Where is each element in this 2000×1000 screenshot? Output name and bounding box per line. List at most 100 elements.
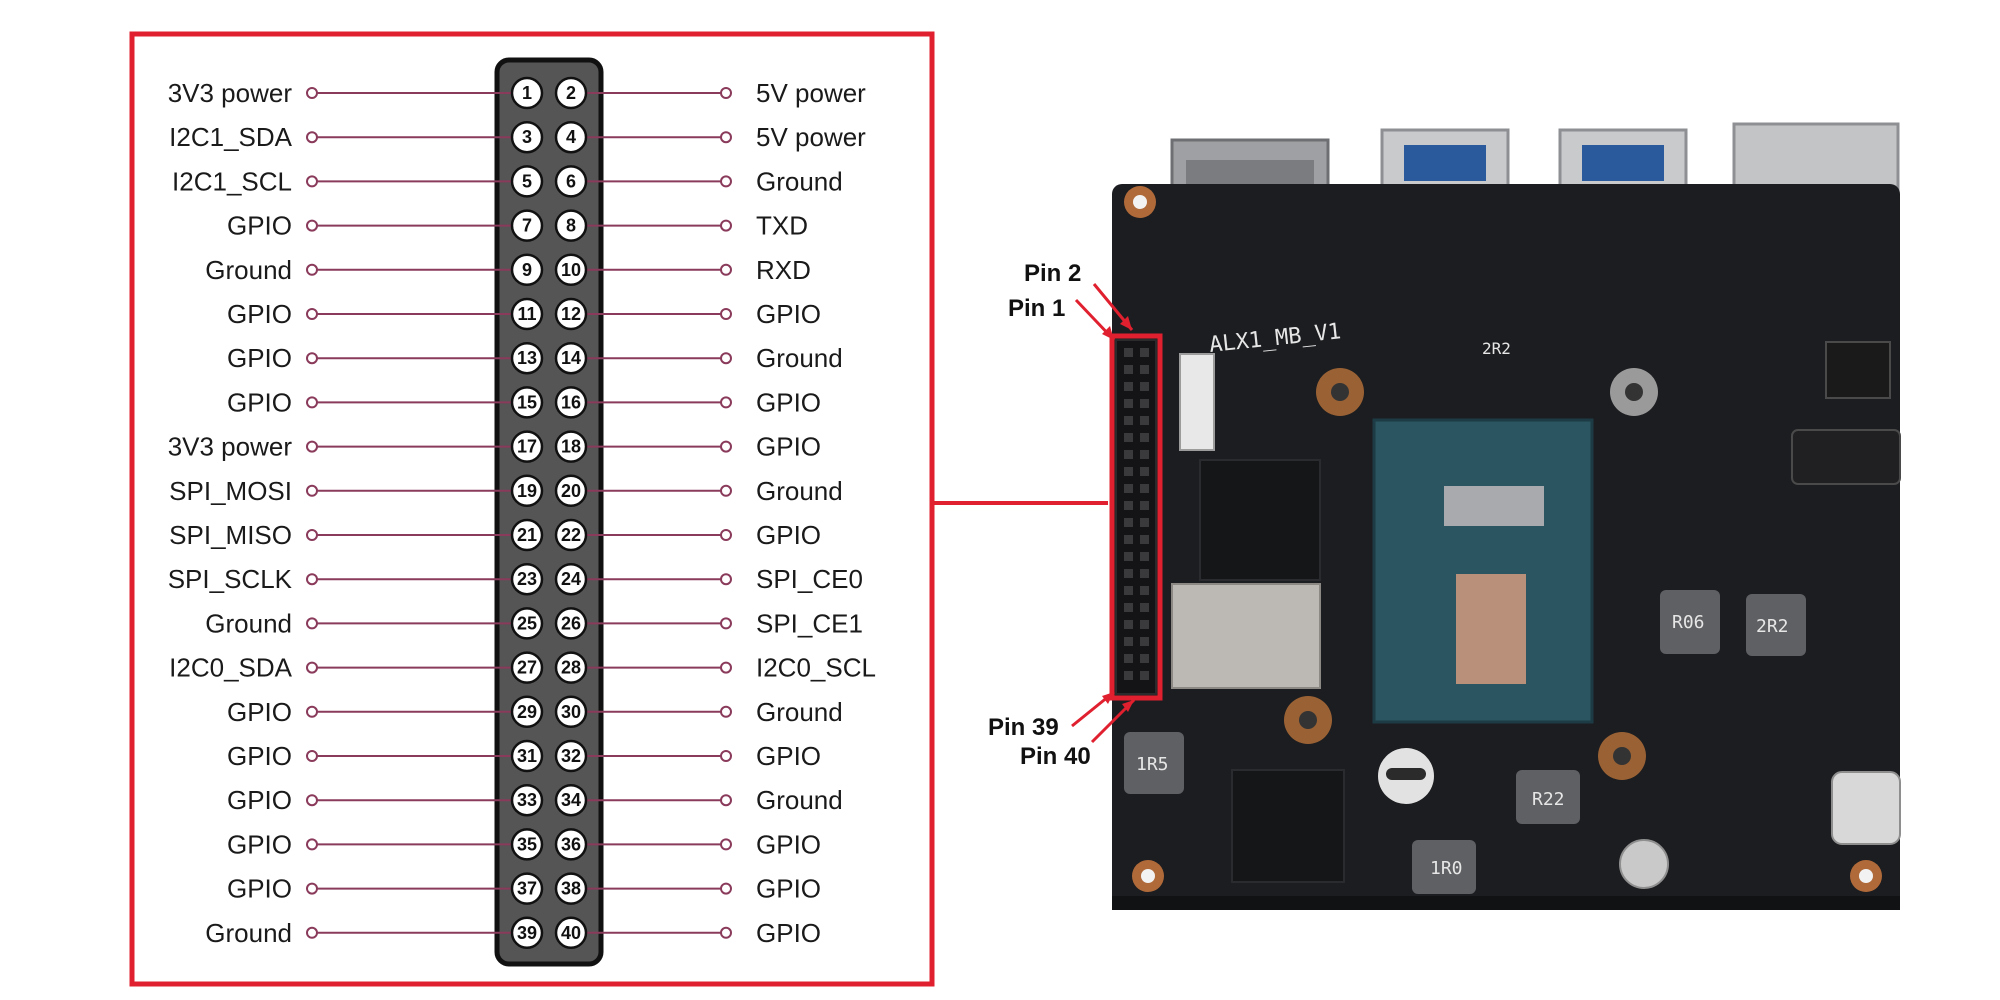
header-pin-number: 12 (561, 304, 581, 324)
header-pin (510, 739, 544, 773)
strip-pin (1140, 535, 1149, 544)
power-jack (1825, 341, 1891, 399)
pin-lead-terminal (306, 219, 318, 232)
pin-label: GPIO (227, 697, 292, 727)
pin39-arrowhead (1102, 692, 1114, 704)
pin-lead-terminal (720, 926, 732, 939)
pin2-arrowhead (1120, 316, 1132, 330)
board-photo: R22 1R0 R06 2R2 1R5 2R2 ALX1_MB_V1 (1109, 122, 1901, 910)
strip-pin (1140, 552, 1149, 561)
header-pin (554, 518, 588, 552)
header-pin (510, 430, 544, 463)
header-pin-number: 31 (517, 746, 537, 766)
pin-label: SPI_MISO (169, 520, 292, 550)
header-pin (510, 916, 544, 950)
pin-lead-terminal (720, 308, 732, 320)
pin-label: I2C0_SDA (169, 653, 292, 683)
inductor-b-label: 1R0 (1430, 858, 1463, 879)
strip-pin (1124, 467, 1133, 476)
header-pin-number: 32 (561, 746, 581, 766)
strip-pin (1124, 620, 1133, 629)
pin-lead-terminal (306, 87, 318, 99)
strip-pin (1140, 603, 1149, 612)
pin-label: TXD (756, 211, 808, 241)
strip-pin (1140, 586, 1149, 595)
inductor-c (1660, 590, 1720, 654)
pin-label: Ground (756, 785, 843, 815)
header-pin (554, 783, 588, 817)
header-pin (510, 562, 544, 596)
inductor-a (1516, 770, 1580, 824)
header-pin (510, 76, 544, 110)
strip-pin (1140, 654, 1149, 663)
pin-lead-terminal (720, 573, 732, 586)
strip-pin (1124, 518, 1133, 527)
pin-label: 5V power (756, 122, 866, 152)
strip-pin (1140, 382, 1149, 391)
strip-pin (1140, 433, 1149, 442)
pin-label: Ground (756, 166, 843, 196)
header-pin (510, 783, 544, 817)
header-pin-number: 10 (561, 260, 581, 280)
pin-lead-terminal (306, 175, 318, 188)
header-pin (510, 607, 544, 640)
pin40-callout-label: Pin 40 (1020, 743, 1091, 770)
pin-lead-terminal (306, 529, 318, 541)
strip-pin (1124, 348, 1133, 357)
pin-label: Ground (756, 343, 843, 373)
pin-lead-terminal (306, 882, 318, 895)
pin-label: Ground (756, 476, 843, 506)
pin-label: GPIO (227, 741, 292, 771)
strip-pin (1140, 365, 1149, 374)
strip-pin (1124, 450, 1133, 459)
header-pin (554, 165, 588, 198)
pin-label: GPIO (756, 387, 821, 417)
pin-lead-terminal (720, 131, 732, 144)
pin-label: SPI_MOSI (169, 476, 292, 506)
header-pin-number: 24 (561, 569, 581, 589)
standoff-1-center (1331, 383, 1349, 401)
inductor-e (1124, 732, 1184, 794)
header-pin-number: 21 (517, 525, 537, 545)
standoff-4-center (1613, 747, 1631, 765)
header-pin (510, 209, 544, 242)
pin-lead-terminal (306, 838, 318, 851)
header-pin-number: 17 (517, 437, 537, 457)
header-pin-number: 36 (561, 834, 581, 854)
strip-pin (1124, 416, 1133, 425)
strip-pin (1140, 484, 1149, 493)
pin-label: Ground (205, 918, 292, 948)
capacitor (1619, 839, 1669, 889)
header-pin-number: 20 (561, 481, 581, 501)
header-pin-number: 38 (561, 879, 581, 899)
header-pin-number: 37 (517, 879, 537, 899)
header-pin (554, 297, 588, 331)
strip-pin (1124, 501, 1133, 510)
header-pin (554, 872, 588, 905)
strip-pin (1124, 637, 1133, 646)
usb-c-port (1831, 771, 1901, 845)
mascot-logo-visor (1386, 768, 1426, 780)
standoff-2-center (1625, 383, 1643, 401)
header-pin (510, 518, 544, 552)
header-pin (510, 120, 544, 154)
header-pin-number: 7 (522, 216, 532, 236)
header-pin (554, 253, 588, 287)
header-pin-number: 29 (517, 702, 537, 722)
pin40-arrowhead (1122, 700, 1134, 712)
strip-pin (1140, 399, 1149, 408)
pin-lead-terminal (720, 263, 732, 276)
header-pin (554, 607, 588, 640)
header-pin (554, 386, 588, 419)
header-pin-number: 15 (517, 392, 537, 412)
header-pin (510, 165, 544, 198)
pin-lead-terminal (720, 882, 732, 895)
pin-lead-terminal (306, 573, 318, 586)
pin1-callout-label: Pin 1 (1008, 295, 1065, 322)
strip-pin (1140, 501, 1149, 510)
pin-lead-terminal (720, 617, 732, 630)
strip-pin (1124, 603, 1133, 612)
strip-pin (1124, 569, 1133, 578)
strip-pin (1140, 348, 1149, 357)
inductor-c-label: R06 (1672, 612, 1705, 633)
